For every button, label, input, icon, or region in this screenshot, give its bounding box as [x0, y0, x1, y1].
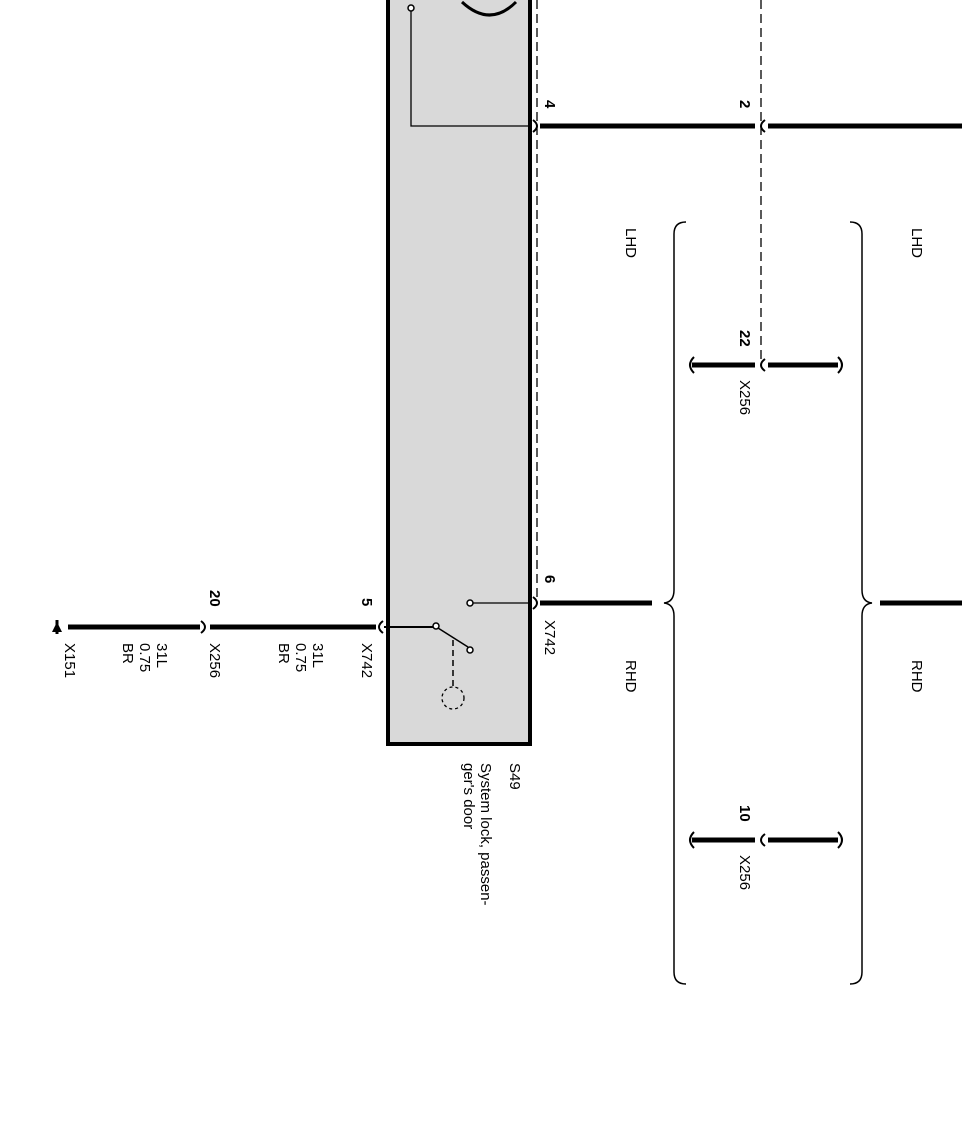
pin-label: 20	[206, 590, 223, 607]
wire-pin4	[532, 119, 962, 133]
wire-x256-10	[689, 831, 843, 849]
wire-signal: 31L	[309, 643, 326, 668]
variant-label: RHD	[622, 660, 639, 693]
variant-brace-right	[849, 221, 873, 985]
component-s49-box	[386, 0, 532, 746]
connector-label: X151	[61, 643, 78, 678]
wire-size: 0.75	[292, 643, 309, 672]
pin-label: 5	[358, 598, 375, 606]
connector-label: X256	[736, 380, 753, 415]
variant-brace-left	[663, 221, 687, 985]
connector-label: X742	[541, 620, 558, 655]
pin-label: 22	[736, 330, 753, 347]
pin-label: 10	[736, 805, 753, 822]
wire-pin5-ground	[52, 620, 384, 634]
variant-label: LHD	[622, 228, 639, 258]
wire-pin6	[532, 596, 962, 610]
connector-label: X256	[206, 643, 223, 678]
motor-symbol	[460, 0, 518, 17]
component-name: ger's door	[460, 763, 477, 829]
pin-label: 2	[736, 100, 753, 108]
wire-color: BR	[119, 643, 136, 664]
switch-symbol	[384, 622, 474, 710]
wire-color: BR	[275, 643, 292, 664]
component-name: System lock, passen-	[477, 763, 494, 906]
connector-label: X742	[358, 643, 375, 678]
wire-size: 0.75	[136, 643, 153, 672]
component-id: S49	[506, 763, 523, 790]
internal-wire-pin4	[407, 4, 530, 127]
pin-label: 4	[541, 100, 558, 109]
variant-label: LHD	[908, 228, 925, 258]
connector-label: X256	[736, 855, 753, 890]
internal-wire-pin6	[466, 599, 530, 607]
wire-signal: 31L	[153, 643, 170, 668]
pin-label: 6	[541, 575, 558, 583]
wire-x256-22	[689, 356, 843, 374]
variant-label: RHD	[908, 660, 925, 693]
